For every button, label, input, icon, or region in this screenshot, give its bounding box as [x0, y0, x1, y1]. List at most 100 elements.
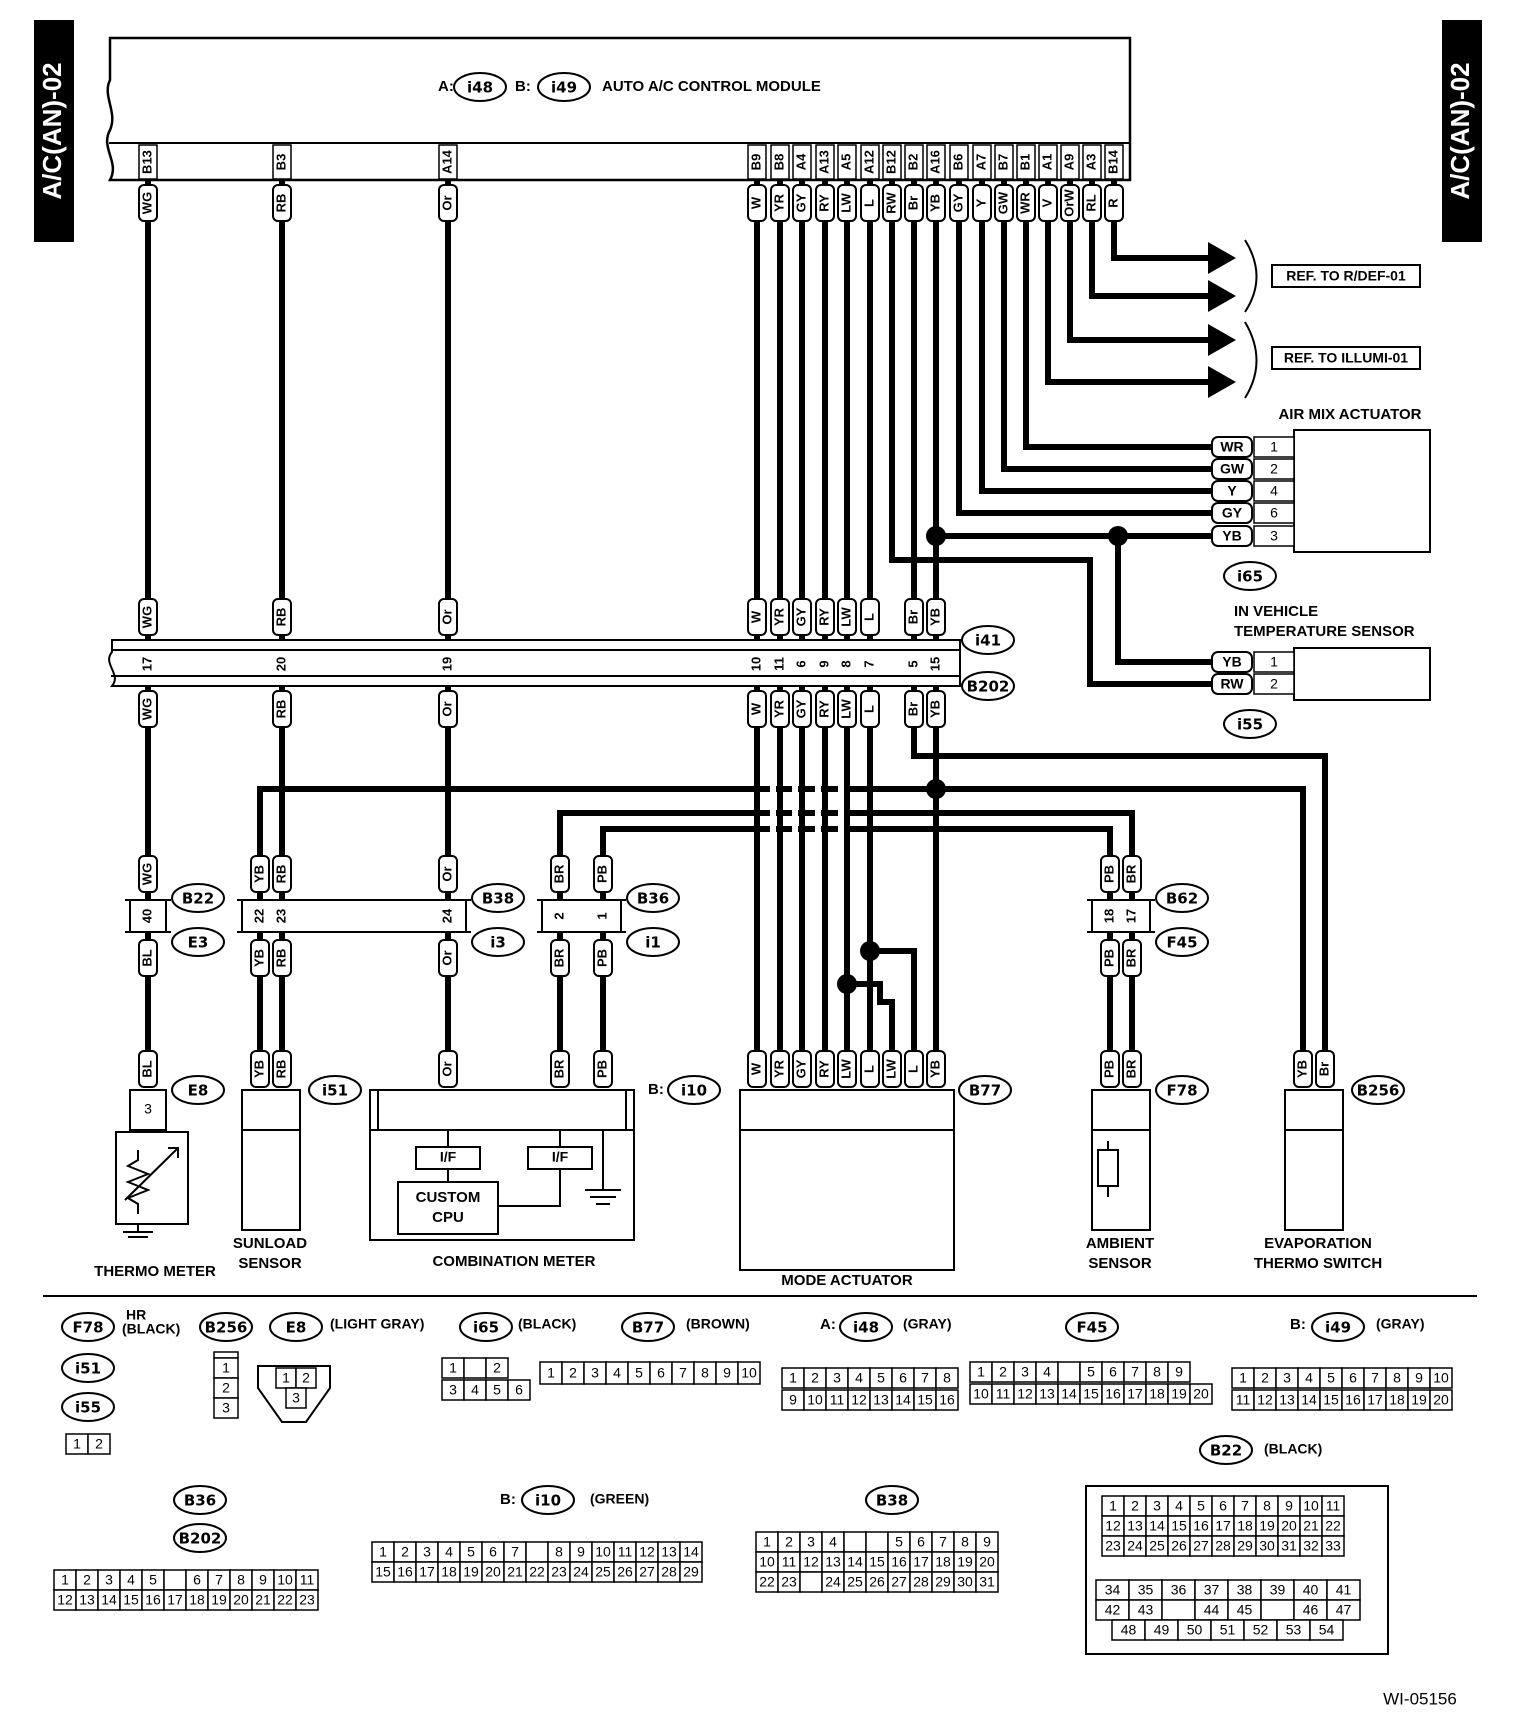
legend-b38-row1-num: 2	[785, 1534, 793, 1550]
legend-b22-row1-num: 10	[1303, 1498, 1319, 1514]
crossgap-1-2	[792, 825, 798, 833]
module-wire-tag-box	[994, 184, 1014, 222]
module-pin: A3	[1083, 154, 1098, 171]
legend-i49-row2-num: 13	[1279, 1392, 1295, 1408]
legend-b256-pin-num: 1	[222, 1360, 230, 1376]
module-pin-box	[837, 144, 857, 180]
legend-b77-row-cell	[737, 1361, 761, 1385]
legend-b38-row3-num: 24	[825, 1574, 841, 1590]
joint-b36-wire-bottom-box	[550, 939, 570, 977]
legend-i48-row1-num: 8	[943, 1370, 951, 1386]
legend-b22-row6-num: 54	[1319, 1622, 1335, 1638]
joint-b22-wire-bottom: BL	[139, 949, 154, 966]
module-pin: B7	[995, 154, 1010, 171]
legend-b36-row2-num: 19	[211, 1592, 227, 1608]
joint-b38-wire-bottom: RB	[273, 949, 288, 968]
legend-i48-row1-num: 7	[921, 1370, 929, 1386]
module-wire-tag: RB	[273, 194, 288, 213]
legend-b22-row5-num: 46	[1303, 1602, 1319, 1618]
joint-b38-pin: 24	[439, 908, 454, 923]
module-pin: B12	[883, 150, 898, 174]
legend-b38-row1-num: 1	[763, 1534, 771, 1550]
module-pin-box	[860, 144, 880, 180]
joint-b36-conn-bottom-oval	[626, 927, 680, 957]
combination-conn-prefix: B:	[648, 1081, 664, 1098]
legend-b22-row2-num: 22	[1325, 1518, 1341, 1534]
airmix-pin-box	[1253, 458, 1295, 480]
joint-b22-wire-bottom-box	[138, 939, 158, 977]
legend-i10-row1-cell	[525, 1541, 549, 1563]
legend-i49-note: (GRAY)	[1376, 1316, 1425, 1332]
joint-b22-conn-top-oval	[171, 883, 225, 913]
ref-illumi-label: REF. TO ILLUMI-01	[1284, 350, 1408, 366]
mode-wire-tag-box	[747, 1050, 767, 1088]
legend-i48-row2-cell	[935, 1389, 959, 1411]
legend-b38-row3-cell	[799, 1571, 823, 1593]
legend-i48-row2-num: 16	[939, 1392, 955, 1408]
joint-b22-conn-bottom: E3	[188, 934, 209, 952]
module-wire-tag-box	[792, 184, 812, 222]
legend-b22-row1-num: 9	[1285, 1498, 1293, 1514]
legend-b36-row1-num: 11	[300, 1572, 315, 1588]
legend-i65-row1-num: 1	[449, 1360, 457, 1376]
legend-b22-row2-num: 17	[1215, 1518, 1231, 1534]
module-pin: B2	[905, 154, 920, 171]
legend-2pin-cell	[87, 1433, 111, 1455]
legend-i10-row1-num: 6	[489, 1544, 497, 1560]
legend-b38-row3-num: 28	[913, 1574, 929, 1590]
invehicle-box	[1293, 647, 1431, 701]
legend-b36-row1-num: 3	[105, 1572, 113, 1588]
legend-i65: i65	[473, 1319, 499, 1337]
harness-pin-bg	[139, 651, 157, 675]
legend-f45-row1-num: 3	[1021, 1364, 1029, 1380]
harness-pin: 15	[927, 657, 942, 671]
legend-f45-row1-cell	[1057, 1361, 1081, 1383]
legend-b22-row1-num: 6	[1219, 1498, 1227, 1514]
legend-i49-row1-num: 9	[1415, 1370, 1423, 1386]
harness-bottom-wire-tag: RB	[273, 700, 288, 719]
legend-b77-oval	[621, 1312, 675, 1342]
evap-body	[1284, 1129, 1344, 1231]
legend-b22-row6-num: 51	[1220, 1622, 1236, 1638]
legend-f45-row1-num: 9	[1175, 1364, 1183, 1380]
legend-f45-row2-num: 18	[1149, 1386, 1165, 1402]
legend-i48-oval	[839, 1312, 893, 1342]
legend-b36-row1-num: 9	[259, 1572, 267, 1588]
joint-b22-conn-top: B22	[182, 890, 214, 908]
airmix-wire-tag: WR	[1220, 439, 1243, 455]
legend-f45-row1-num: 5	[1087, 1364, 1095, 1380]
harness-bottom-wire-tag-box	[815, 690, 835, 728]
harness-pin-bg	[793, 651, 811, 675]
legend-b22-row4-num: 39	[1270, 1582, 1286, 1598]
module-wire-tag-box	[949, 184, 969, 222]
module-wire-tag-box	[972, 184, 992, 222]
legend-b38-row2-num: 15	[869, 1554, 885, 1570]
thermo-conn: E8	[188, 1082, 209, 1100]
module-pin-box	[1038, 144, 1058, 180]
combination-conn: i10	[681, 1082, 707, 1100]
module-wire-tag-box	[272, 184, 292, 222]
crossgap-0-2	[770, 825, 776, 833]
joint-b38-conn-bottom: i3	[490, 934, 506, 952]
legend-b22-row2-num: 13	[1127, 1518, 1143, 1534]
mode-wire-tag-box	[904, 1050, 924, 1088]
module-pin: B14	[1105, 149, 1120, 174]
crossgap-0-0	[770, 785, 776, 793]
joint-b22-conn-bottom-oval	[171, 927, 225, 957]
wire-yb-invehicle	[1115, 536, 1225, 665]
module-pin: A1	[1039, 154, 1054, 171]
legend-f45-row1-num: 4	[1043, 1364, 1051, 1380]
arrow-illumi-2	[1208, 366, 1236, 398]
harness-bottom-wire-tag-box	[747, 690, 767, 728]
legend-b36-row1-num: 7	[215, 1572, 223, 1588]
module-wire-tag: LW	[838, 193, 853, 213]
module-pin-box	[1082, 144, 1102, 180]
legend-b22-row3-num: 28	[1215, 1538, 1231, 1554]
legend-i49-row1-num: 6	[1349, 1370, 1357, 1386]
mode-conn-box	[739, 1089, 955, 1131]
legend-i65-row2-num: 5	[493, 1382, 501, 1398]
ambient-wire-tag-box	[1122, 1050, 1142, 1088]
joint-b62-wire-bottom: PB	[1101, 949, 1116, 967]
thermistor-icon	[125, 1150, 151, 1214]
joint-b36-conn-top: B36	[637, 890, 669, 908]
